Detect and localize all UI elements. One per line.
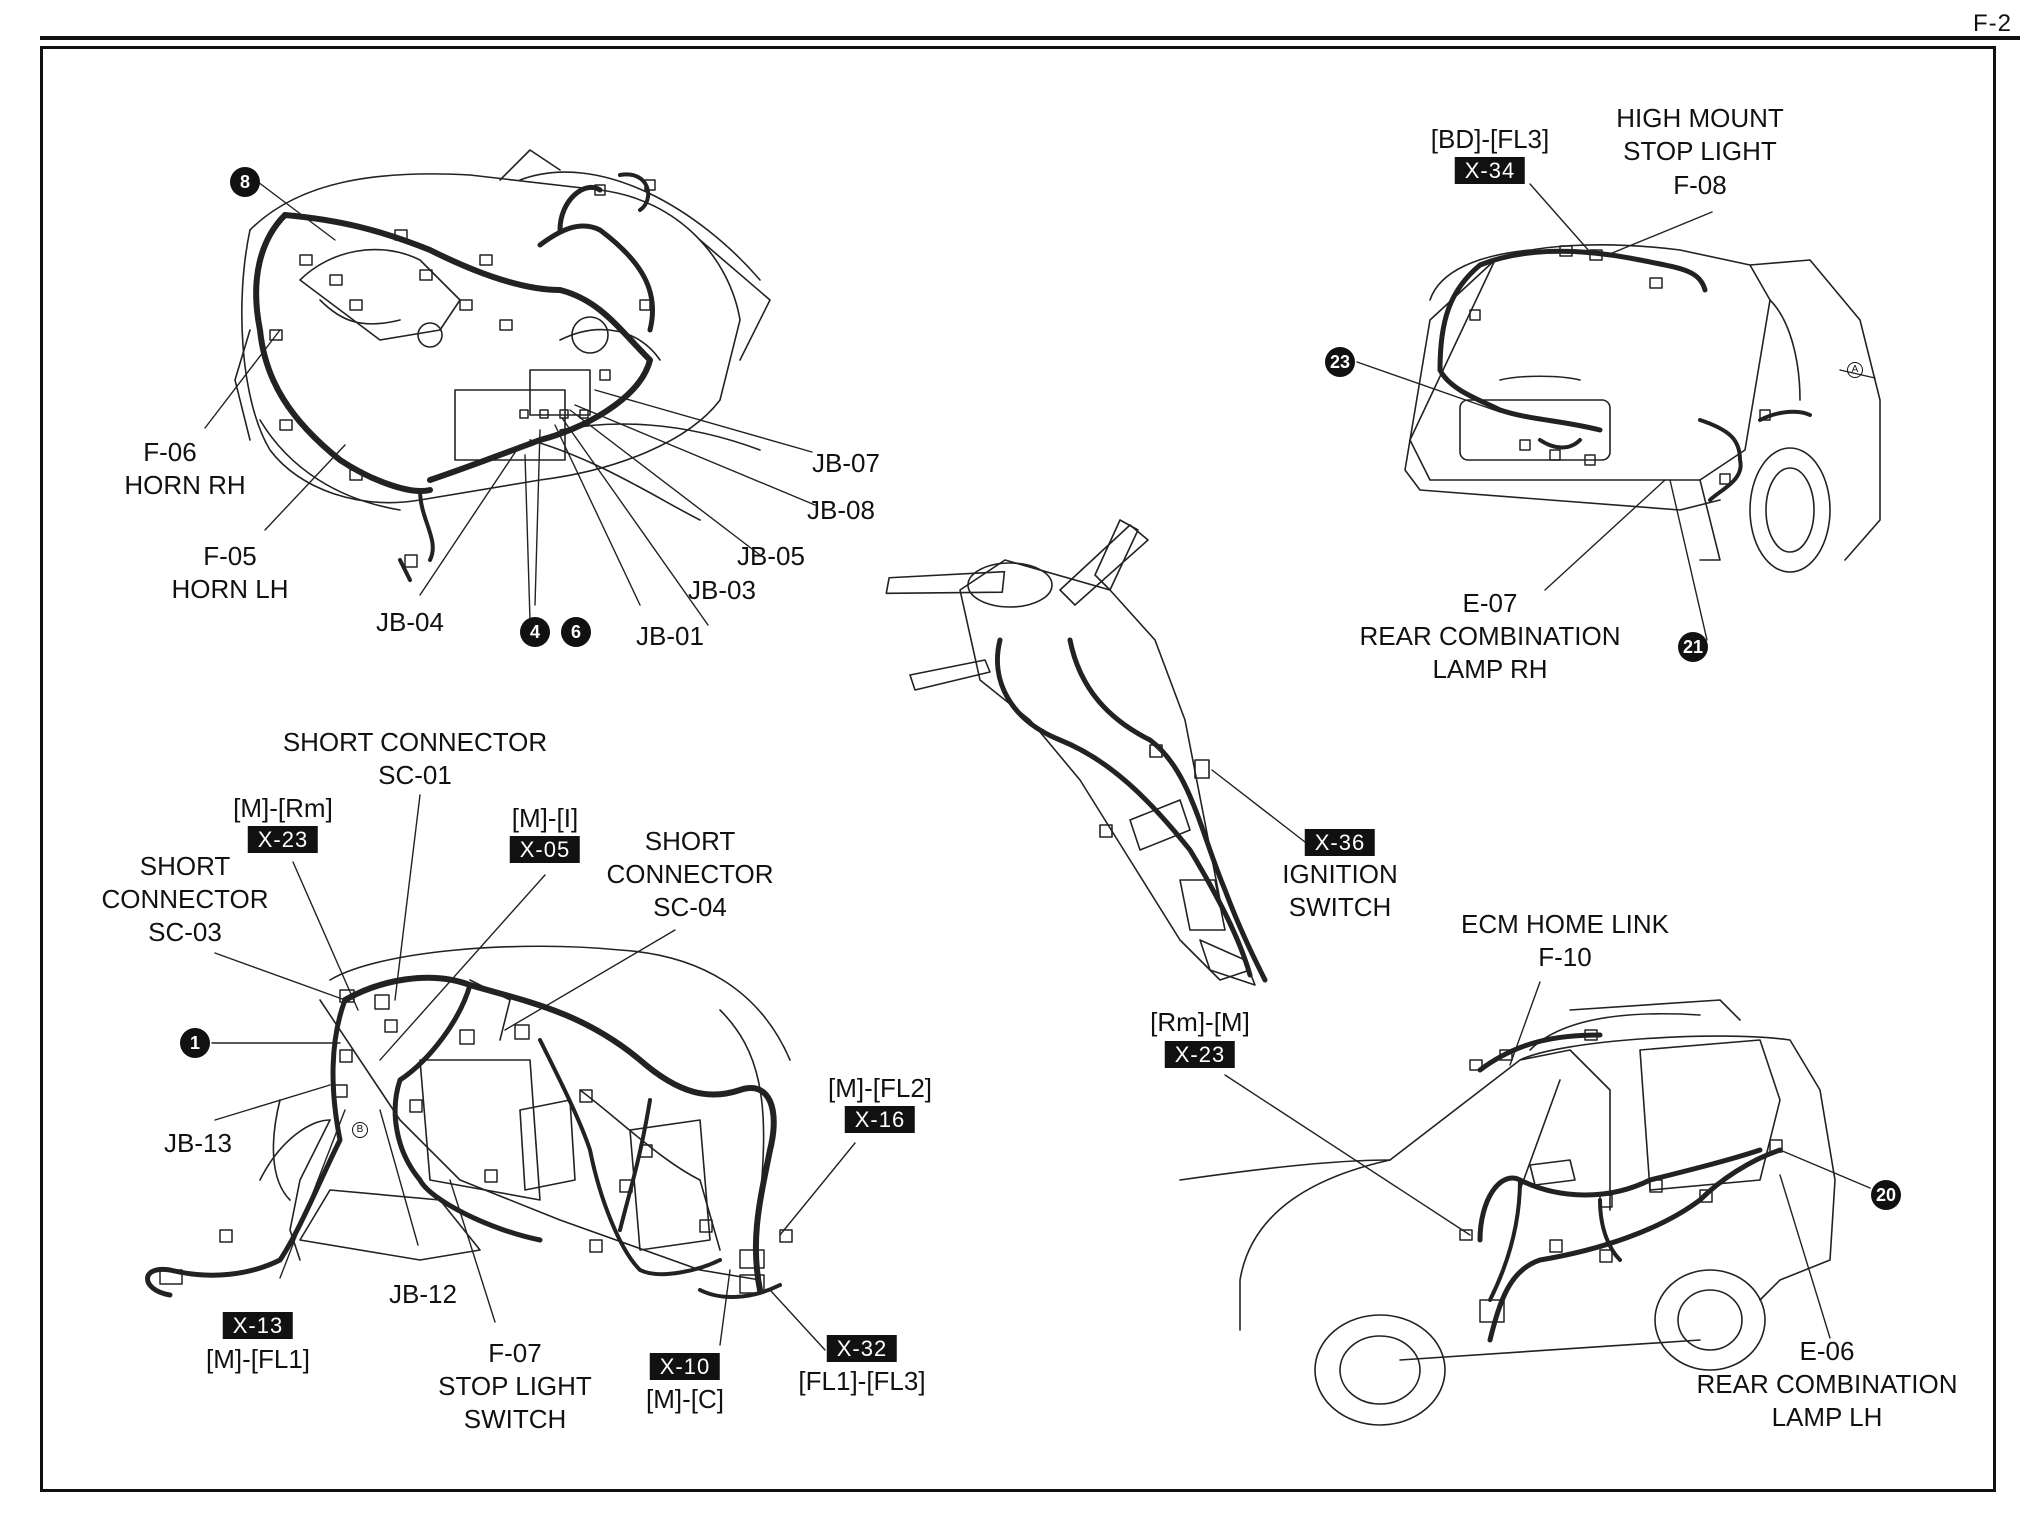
label-f08: F-08 [1673,170,1727,200]
label-e07: E-07 [1462,588,1518,618]
rear-liftgate-illustration [1356,183,1881,641]
connector-x13: X-13 [222,1312,294,1339]
label-jb01: JB-01 [636,621,704,651]
steering-column-illustration [885,519,1306,986]
label-e06: E-06 [1799,1336,1855,1366]
reference-circle-a: A [1847,362,1863,378]
label-ignition-switch: SWITCH [1288,892,1392,922]
suv-side-view-illustration [1179,981,1871,1426]
connector-x16: X-16 [844,1106,916,1133]
label-jb03: JB-03 [688,575,756,605]
label-m-fl2: [M]-[FL2] [827,1073,933,1103]
instrument-panel-illustration [145,794,856,1351]
label-stop-light-switch-1: STOP LIGHT [438,1371,592,1401]
label-stop-light-switch-2: SWITCH [463,1404,567,1434]
marker-21: 21 [1678,632,1708,662]
marker-20: 20 [1871,1180,1901,1210]
label-m-i: [M]-[I] [511,803,579,833]
marker-6: 6 [561,617,591,647]
label-m-c: [M]-[C] [646,1384,724,1414]
label-rear-combination-lh: REAR COMBINATION [1696,1369,1958,1399]
label-lamp-lh: LAMP LH [1771,1402,1883,1432]
label-connector-sc03: CONNECTOR [101,884,269,914]
connector-x32: X-32 [826,1335,898,1362]
connector-x36: X-36 [1304,829,1376,856]
connector-x10: X-10 [649,1353,721,1380]
diagram-frame [40,46,1996,1492]
label-sc01: SC-01 [378,760,452,790]
label-rear-combination-rh: REAR COMBINATION [1359,621,1621,651]
marker-23: 23 [1325,347,1355,377]
connector-x23-body: X-23 [1164,1041,1236,1068]
label-fl1-fl3: [FL1]-[FL3] [798,1366,926,1396]
marker-8: 8 [230,167,260,197]
label-jb04: JB-04 [376,607,444,637]
marker-4: 4 [520,617,550,647]
engine-bay-illustration [204,149,816,626]
label-ignition: IGNITION [1282,859,1398,889]
label-sc04: SC-04 [653,892,727,922]
label-high-mount: HIGH MOUNT [1616,103,1784,133]
label-f05: F-05 [203,541,257,571]
page-number: F-2 [1973,10,2012,37]
label-horn-rh: HORN RH [124,470,246,500]
label-bd-fl3: [BD]-[FL3] [1430,124,1550,154]
label-connector-sc04: CONNECTOR [606,859,774,889]
label-short-connector-sc01: SHORT CONNECTOR [282,727,548,757]
connector-x34: X-34 [1454,157,1526,184]
connector-x23-ip: X-23 [247,826,319,853]
label-f06: F-06 [143,437,197,467]
label-ecm-home-link: ECM HOME LINK [1460,909,1670,939]
marker-1: 1 [180,1028,210,1058]
label-jb13: JB-13 [164,1128,232,1158]
label-jb08: JB-08 [807,495,875,525]
label-horn-lh: HORN LH [171,574,289,604]
connector-x05: X-05 [509,836,581,863]
label-short-sc04: SHORT [644,826,736,856]
label-stop-light: STOP LIGHT [1623,136,1777,166]
label-short-sc03: SHORT [139,851,231,881]
label-sc03: SC-03 [148,917,222,947]
reference-circle-b: B [352,1122,368,1138]
label-f07: F-07 [488,1338,542,1368]
label-m-fl1: [M]-[FL1] [205,1344,311,1374]
label-jb12: JB-12 [389,1279,457,1309]
label-lamp-rh: LAMP RH [1432,654,1548,684]
label-f10: F-10 [1538,942,1592,972]
label-jb07: JB-07 [812,448,880,478]
label-rm-m: [Rm]-[M] [1150,1007,1250,1037]
label-m-rm: [M]-[Rm] [233,793,333,823]
header-rule [40,36,2020,40]
label-jb05: JB-05 [737,541,805,571]
